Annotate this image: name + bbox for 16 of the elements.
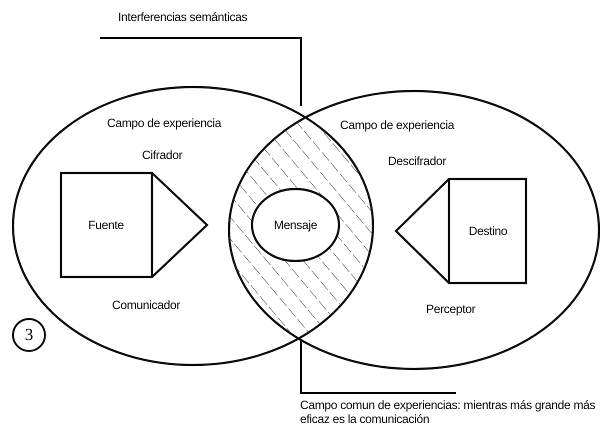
figure-number: 3	[12, 318, 46, 352]
experience-field-circle	[228, 90, 600, 370]
role-label: Cifrador	[142, 148, 182, 162]
node-label: Mensaje	[274, 218, 318, 232]
annotation-text: Campo comun de experiencias: mientras más grande más eficaz es la comunicación	[300, 398, 596, 426]
role-label: Comunicador	[112, 298, 180, 312]
role-label: Descifrador	[388, 154, 446, 168]
message-ellipse	[251, 188, 340, 262]
source-pentagon	[60, 172, 208, 278]
node-label: Destino	[468, 224, 508, 238]
role-label: Perceptor	[426, 302, 476, 316]
destination-pentagon	[395, 178, 527, 284]
field-title: Campo de experiencia	[340, 118, 454, 132]
field-title: Campo de experiencia	[107, 116, 222, 130]
node-label: Fuente	[88, 218, 124, 232]
annotation-text: Interferencias semánticas	[118, 10, 248, 24]
